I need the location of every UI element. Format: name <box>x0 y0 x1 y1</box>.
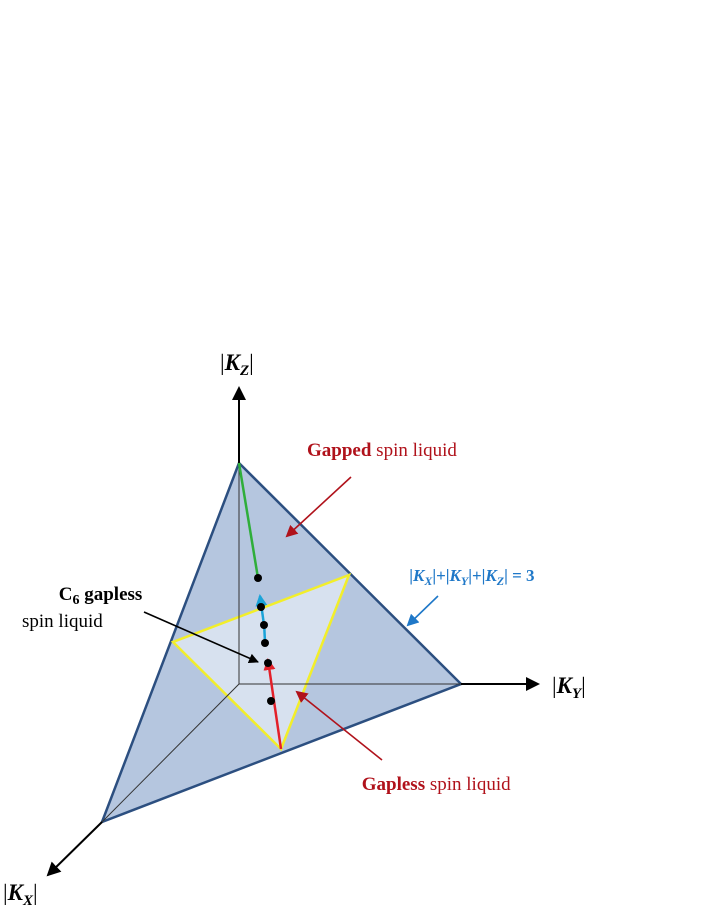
green-path <box>237 462 260 579</box>
c6-label-line2: spin liquid <box>22 611 103 632</box>
path-point <box>264 659 272 667</box>
gapless-label: Gapless spin liquid <box>338 774 525 795</box>
c6-arrow <box>143 611 259 663</box>
path-point <box>254 574 262 582</box>
path-point <box>267 697 275 705</box>
constraint-label: |KX|+|KY|+|KZ| = 3 <box>388 566 547 588</box>
path-point <box>261 639 269 647</box>
path-point <box>257 603 265 611</box>
gapless-arrow <box>295 690 383 761</box>
path-point <box>260 621 268 629</box>
gapped-arrow <box>285 476 352 538</box>
c6-label-line1: C6 gapless <box>35 584 157 608</box>
gapped-label: Gapped spin liquid <box>307 440 457 461</box>
axis-label-x: |KX| <box>3 880 38 909</box>
axis-label-z: |KZ| <box>220 350 254 379</box>
axis-label-y: |KY| <box>552 673 586 702</box>
x-axis <box>46 821 103 877</box>
constraint-arrow <box>406 595 439 627</box>
red-path <box>263 658 283 750</box>
x-axis-inner <box>101 683 240 823</box>
